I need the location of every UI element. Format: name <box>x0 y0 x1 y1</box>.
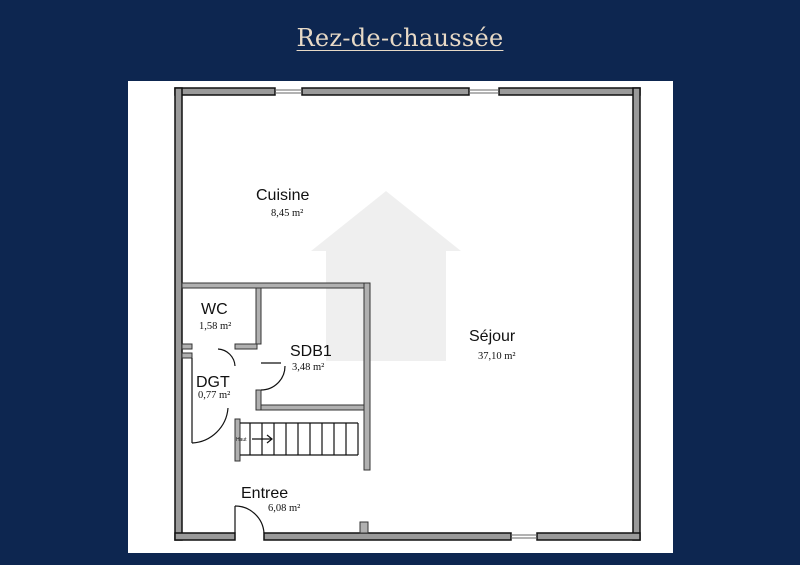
room-wc-area: 1,58 m² <box>199 321 232 332</box>
door-swings <box>191 348 286 534</box>
room-sejour-area: 37,10 m² <box>478 351 516 362</box>
interior-walls <box>181 282 371 534</box>
room-entree-area: 6,08 m² <box>268 503 301 514</box>
room-sdb1-name: SDB1 <box>290 343 332 360</box>
room-cuisine-name: Cuisine <box>256 187 310 204</box>
room-sejour-name: Séjour <box>469 328 516 345</box>
room-dgt-area: 0,77 m² <box>198 390 231 401</box>
house-watermark-icon <box>311 191 461 361</box>
floor-plan-panel: Haut Cuisine 8,45 m² Séjour 37,10 m² WC … <box>128 81 673 553</box>
windows <box>275 89 537 539</box>
page-title: Rez-de-chaussée <box>296 24 504 52</box>
room-sdb1-area: 3,48 m² <box>292 362 325 373</box>
room-cuisine-area: 8,45 m² <box>271 208 304 219</box>
room-entree-name: Entree <box>241 485 289 502</box>
room-wc-name: WC <box>201 301 228 318</box>
floor-plan-drawing: Haut <box>174 87 641 541</box>
room-dgt-name: DGT <box>196 374 230 391</box>
exterior-walls <box>174 87 641 541</box>
staircase <box>240 422 359 456</box>
stair-direction-label: Haut <box>236 437 247 443</box>
